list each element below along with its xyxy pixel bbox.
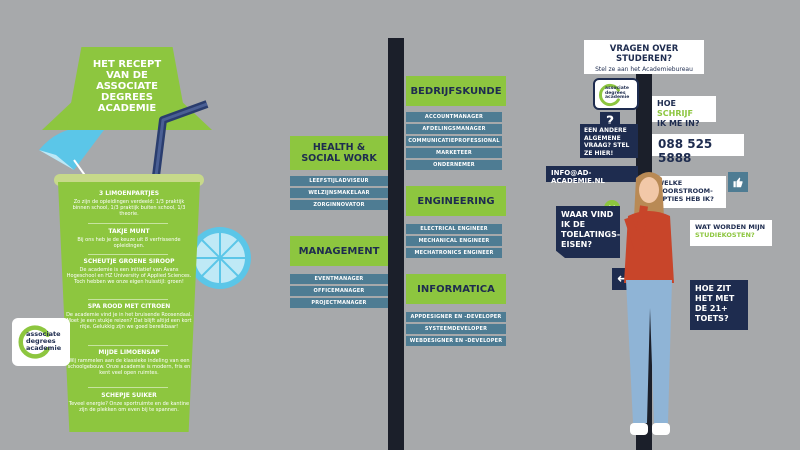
divider xyxy=(88,299,168,300)
drink-illustration: HET RECEPT VAN DE ASSOCIATE DEGREES ACAD… xyxy=(0,0,260,450)
straw-icon xyxy=(149,100,209,200)
logo-line: academie xyxy=(605,95,630,101)
recipe-item-body: Zo zijn de opleidingen verdeeld: 1/3 pra… xyxy=(72,199,186,217)
text: EEN ANDERE ALGEMENE VRAAG? STEL ZE HIER! xyxy=(584,127,630,157)
logo-line: associate xyxy=(26,330,61,338)
thumbs-up-icon-svg xyxy=(733,177,743,188)
sign-informatica[interactable]: INFORMATICA xyxy=(406,274,506,304)
divider xyxy=(88,387,168,388)
recipe-item-1: 3 LIMOENPARTJES Zo zijn de opleidingen v… xyxy=(66,190,192,217)
job-item[interactable]: COMMUNICATIEPROFESSIONAL xyxy=(406,136,502,146)
questions-header: VRAGEN OVER STUDEREN? Stel ze aan het Ac… xyxy=(584,40,704,74)
text: WAAR VIND IK DE TOELATINGS-EISEN? xyxy=(561,210,621,249)
thumbs-up-icon xyxy=(728,172,748,192)
student-figure xyxy=(624,172,674,435)
text: HOE xyxy=(657,99,676,108)
logo-line: academie xyxy=(26,343,62,352)
recipe-title-text: HET RECEPT VAN DE ASSOCIATE DEGREES ACAD… xyxy=(92,58,162,114)
logo-ring-icon xyxy=(18,325,50,359)
sign-bedrijfskunde[interactable]: BEDRIJFSKUNDE xyxy=(406,76,506,106)
recipe-item-title: SCHEUTJE GROENE SIROOP xyxy=(83,258,175,265)
logo-text: associate degrees academie xyxy=(605,86,630,101)
card-studiekosten[interactable]: WAT WORDEN MIJN STUDIEKOSTEN? xyxy=(690,220,772,246)
recipe-item-title: MIJDE LIMOENSAP xyxy=(98,349,160,356)
sign-health-social-work[interactable]: HEALTH & SOCIAL WORK xyxy=(290,136,388,170)
card-doorstroom[interactable]: WELKE DOORSTROOM-OPTIES HEB IK? xyxy=(652,176,726,208)
logo-line: degrees xyxy=(605,90,626,96)
sign-title: MANAGEMENT xyxy=(298,245,380,257)
job-item[interactable]: WELZIJNSMAKELAAR xyxy=(290,188,388,198)
sign-management[interactable]: MANAGEMENT xyxy=(290,236,388,266)
text: WELKE DOORSTROOM-OPTIES HEB IK? xyxy=(657,179,714,203)
job-item[interactable]: OFFICEMANAGER xyxy=(290,286,388,296)
sign-title: BEDRIJFSKUNDE xyxy=(410,85,502,97)
logo: associate degrees academie xyxy=(593,78,639,110)
recipe-item-body: De academie vind je in het bruisende Roo… xyxy=(66,312,192,330)
header-title: VRAGEN OVER STUDEREN? xyxy=(609,44,679,64)
recipe-item-6: SCHEPJE SUIKER Teveel energie? Onze spor… xyxy=(66,392,192,413)
recipe-item-title: SCHEPJE SUIKER xyxy=(101,392,157,399)
job-item[interactable]: PROJECTMANAGER xyxy=(290,298,388,308)
recipe-item-3: SCHEUTJE GROENE SIROOP De academie is ee… xyxy=(66,258,192,285)
job-item[interactable]: WEBDESIGNER EN -DEVELOPER xyxy=(406,336,506,346)
job-item[interactable]: EVENTMANAGER xyxy=(290,274,388,284)
logo-text: associate degrees academie xyxy=(26,331,61,351)
recipe-item-body: Wij rammelen aan de klassieke indeling v… xyxy=(67,358,191,376)
recipe-item-title: SPA ROOD MET CITROEN xyxy=(87,303,171,310)
card-21-toets[interactable]: HOE ZIT HET MET DE 21+ TOETS? xyxy=(690,280,748,330)
highlight-text: STUDIEKOSTEN? xyxy=(695,231,755,239)
highlight-text: SCHRIJF xyxy=(657,109,693,118)
header-subtitle: Stel ze aan het Academiebureau xyxy=(595,66,693,73)
recipe-item-2: TAKJE MUNT Bij ons heb je de keuze uit 8… xyxy=(66,228,192,249)
recipe-item-title: TAKJE MUNT xyxy=(108,228,150,235)
job-item[interactable]: MARKETEER xyxy=(406,148,502,158)
phone-number[interactable]: 088 525 5888 xyxy=(652,134,744,165)
divider xyxy=(88,223,168,224)
recipe-item-4: SPA ROOD MET CITROEN De academie vind je… xyxy=(66,303,192,330)
recipe-item-body: Teveel energie? Onze sportruimte en de k… xyxy=(68,401,190,413)
recipe-item-body: Bij ons heb je de keuze uit 8 verfrissen… xyxy=(77,237,181,249)
text: WAT WORDEN MIJN xyxy=(695,223,766,231)
text: 088 525 5888 xyxy=(658,137,713,165)
card-andere-vraag[interactable]: EEN ANDERE ALGEMENE VRAAG? STEL ZE HIER! xyxy=(580,124,638,158)
recipe-item-title: 3 LIMOENPARTJES xyxy=(98,190,160,197)
sign-title: HEALTH & SOCIAL WORK xyxy=(301,142,377,164)
email-address[interactable]: INFO@AD-ACADEMIE.NL xyxy=(546,166,638,185)
logo-line: degrees xyxy=(26,336,56,345)
card-hoe-schrijf[interactable]: HOE SCHRIJF IK ME IN? xyxy=(652,96,716,128)
job-item[interactable]: AFDELINGSMANAGER xyxy=(406,124,502,134)
recipe-title: HET RECEPT VAN DE ASSOCIATE DEGREES ACAD… xyxy=(67,47,187,125)
job-item[interactable]: APPDESIGNER EN -DEVELOPER xyxy=(406,312,506,322)
text: HOE ZIT HET MET DE 21+ TOETS? xyxy=(695,284,735,323)
recipe-item-body: De academie is een initiatief van Avans … xyxy=(66,267,192,285)
logo-ring-icon xyxy=(598,83,620,107)
sign-title: ENGINEERING xyxy=(417,195,495,207)
logo-line: associate xyxy=(605,86,629,91)
text: INFO@AD-ACADEMIE.NL xyxy=(551,169,605,185)
card-toelatingseisen[interactable]: WAAR VIND IK DE TOELATINGS-EISEN? xyxy=(556,206,620,258)
sign-engineering[interactable]: ENGINEERING xyxy=(406,186,506,216)
job-item[interactable]: ZORGINNOVATOR xyxy=(290,200,388,210)
divider xyxy=(88,345,168,346)
text: IK ME IN? xyxy=(657,119,700,128)
job-item[interactable]: MECHANICAL ENGINEER xyxy=(406,236,502,246)
recipe-item-5: MIJDE LIMOENSAP Wij rammelen aan de klas… xyxy=(66,349,192,376)
job-item[interactable]: MECHATRONICS ENGINEER xyxy=(406,248,502,258)
job-item[interactable]: LEEFSTIJLADVISEUR xyxy=(290,176,388,186)
job-item[interactable]: ELECTRICAL ENGINEER xyxy=(406,224,502,234)
logo: associate degrees academie xyxy=(12,318,70,366)
divider xyxy=(88,254,168,255)
job-item[interactable]: ONDERNEMER xyxy=(406,160,502,170)
signpost-pole xyxy=(388,38,404,450)
sign-title: INFORMATICA xyxy=(417,283,495,295)
lemon-slice-icon xyxy=(189,227,251,289)
job-item[interactable]: SYSTEEMDEVELOPER xyxy=(406,324,506,334)
job-item[interactable]: ACCOUNTMANAGER xyxy=(406,112,502,122)
